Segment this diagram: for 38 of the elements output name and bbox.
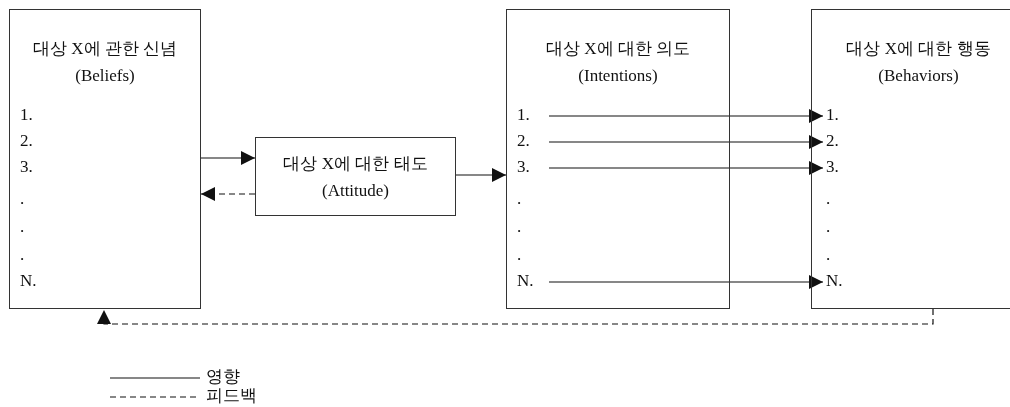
list-item: . (823, 245, 853, 265)
list-box (811, 9, 1010, 309)
arrow (200, 151, 256, 165)
arrow (548, 275, 824, 289)
list-item: 2. (517, 131, 549, 151)
list-item: . (517, 217, 549, 237)
list-item: 1. (823, 105, 853, 125)
list-item: 2. (20, 131, 50, 151)
legend-label: 피드백 (206, 386, 257, 406)
list-item: N. (517, 271, 549, 291)
list-item: 3. (517, 157, 549, 177)
list-item: . (20, 217, 50, 237)
dashed-arrow (200, 187, 256, 201)
list-item: . (517, 189, 549, 209)
list-item: 1. (517, 105, 549, 125)
list-item: . (20, 189, 50, 209)
box-heading: 대상 X에 대한 행동 (Behaviors) (845, 38, 992, 87)
list-item: N. (20, 271, 50, 291)
dashed-arrow (97, 308, 934, 325)
list-item: 2. (823, 131, 853, 151)
box-heading: 대상 X에 관한 신념 (Beliefs) (32, 38, 178, 87)
list-item: 1. (20, 105, 50, 125)
list-box (506, 9, 730, 309)
list-item: . (517, 245, 549, 265)
list-item: . (823, 217, 853, 237)
arrow (548, 109, 824, 123)
arrow (548, 161, 824, 175)
legend-label: 영향 (206, 367, 240, 387)
list-item: . (823, 189, 853, 209)
arrow (455, 168, 507, 182)
list-item: N. (823, 271, 853, 291)
process-box: 대상 X에 대한 태도 (Attitude) (255, 137, 456, 216)
list-box (9, 9, 201, 309)
list-item: 3. (20, 157, 50, 177)
arrow (548, 135, 824, 149)
list-item: 3. (823, 157, 853, 177)
box-heading: 대상 X에 대한 의도 (Intentions) (545, 38, 691, 87)
list-item: . (20, 245, 50, 265)
